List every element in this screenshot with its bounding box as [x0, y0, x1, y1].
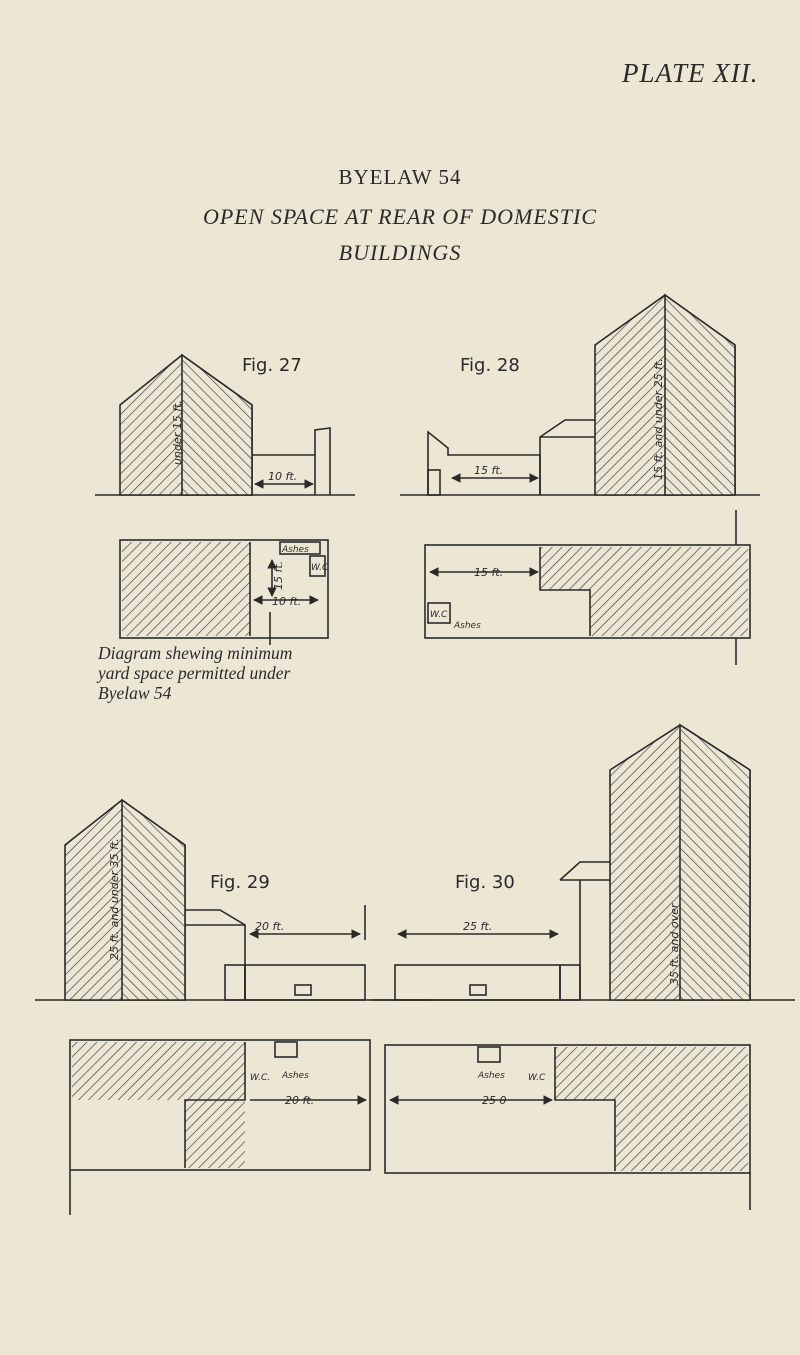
fig28-ashes-label: Ashes: [453, 621, 481, 631]
fig27-elevation: [95, 353, 355, 496]
fig27-width-label: 10 ft.: [268, 470, 297, 483]
fig29-ashes-label: Ashes: [281, 1071, 309, 1081]
fig27-plan: [119, 539, 329, 645]
fig27-plan-depth-label: 15 ft.: [272, 561, 285, 590]
caption-line-3: Byelaw 54: [98, 683, 172, 703]
fig27-wc-label: W.C: [311, 563, 329, 573]
fig27-ashes-label: Ashes: [281, 545, 309, 555]
fig29-height-label: 25 ft. and under 35 ft.: [108, 838, 121, 960]
fig30-plan: [384, 1044, 751, 1210]
fig30-plan-width-label: 25 0: [482, 1094, 507, 1107]
title-line-2: BUILDINGS: [338, 240, 462, 265]
plate-number: PLATE XII.: [622, 58, 759, 88]
fig28-label: Fig. 28: [460, 355, 520, 376]
fig28-plan: [424, 510, 751, 665]
fig28-wc-label: W.C: [430, 610, 448, 620]
fig27-label: Fig. 27: [242, 355, 302, 376]
fig28-width-label: 15 ft.: [474, 464, 503, 477]
caption-line-1: Diagram shewing minimum: [98, 643, 293, 663]
fig28-plan-width-label: 15 ft.: [474, 566, 503, 579]
byelaw-heading: BYELAW 54: [338, 165, 462, 189]
fig27-plan-width-label: 10 ft.: [272, 595, 301, 608]
fig29-plan-width-label: 20 ft.: [285, 1094, 314, 1107]
fig30-wc-label: W.C: [528, 1073, 546, 1083]
fig29-elevation: [35, 798, 430, 1001]
fig27-height-label: under 15 ft.: [171, 400, 184, 465]
fig30-width-label: 25 ft.: [463, 920, 492, 933]
fig28-height-label: 15 ft. and under 25 ft.: [652, 358, 665, 480]
title-line-1: OPEN SPACE AT REAR OF DOMESTIC: [202, 204, 597, 229]
fig29-label: Fig. 29: [210, 872, 270, 893]
fig30-label: Fig. 30: [455, 872, 515, 893]
fig29-wc-label: W.C.: [250, 1073, 270, 1083]
fig30-elevation: [370, 723, 795, 1001]
fig28-elevation: [400, 293, 760, 496]
fig30-ashes-label: Ashes: [477, 1071, 505, 1081]
fig30-height-label: 35 ft. and over: [668, 902, 681, 985]
diagram-caption: Diagram shewing minimum yard space permi…: [98, 643, 428, 703]
fig29-width-label: 20 ft.: [255, 920, 284, 933]
fig29-plan: [69, 1039, 371, 1215]
caption-line-2: yard space permitted under: [98, 663, 291, 683]
